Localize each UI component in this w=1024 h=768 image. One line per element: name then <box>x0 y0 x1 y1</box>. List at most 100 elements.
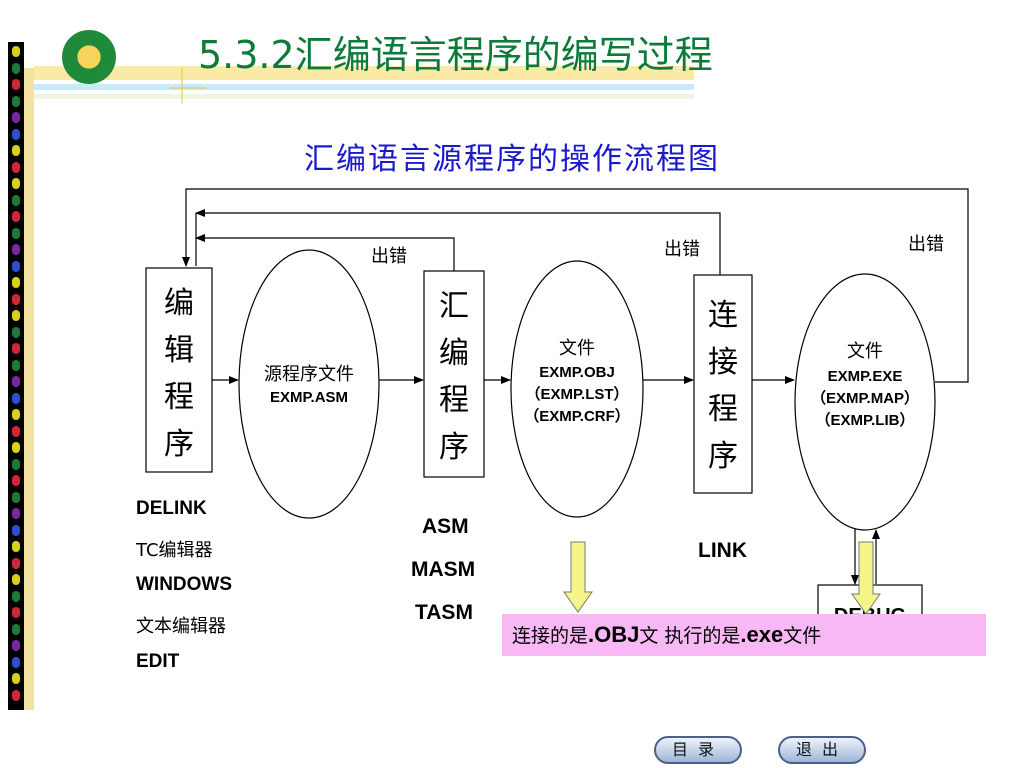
film-strip-bead <box>12 145 20 156</box>
link-box-char-2: 接 <box>708 345 738 380</box>
film-strip-bead <box>12 62 20 74</box>
header-cross-decoration <box>170 68 206 104</box>
exe-file-name-3: （EXMP.LIB） <box>816 411 915 429</box>
linker-tool: LINK <box>698 539 747 562</box>
assemble-box-char-2: 编 <box>439 336 469 371</box>
film-strip-bead <box>12 244 20 255</box>
film-strip-bead <box>12 376 20 387</box>
editor-tool-1: DELINK <box>136 498 207 519</box>
film-strip-bead <box>12 178 20 189</box>
film-strip-bead <box>12 194 20 206</box>
editor-tool-3: WINDOWS <box>136 574 233 595</box>
error-label-exe: 出错 <box>908 234 944 255</box>
edit-program-box <box>145 267 213 473</box>
header-bar-light <box>34 94 694 99</box>
film-strip-bead <box>12 656 20 668</box>
assemble-box-char-3: 程 <box>439 383 469 418</box>
assembler-tool-3: TASM <box>415 601 473 624</box>
film-strip-bead <box>12 590 20 602</box>
error-loop-exe <box>182 188 969 383</box>
editor-tool-4: 文本编辑器 <box>136 616 226 637</box>
assemble-box-char-4: 序 <box>439 430 469 465</box>
film-strip-bead <box>12 574 20 585</box>
edit-box-char-1: 编 <box>164 286 194 321</box>
exe-file-title: 文件 <box>847 341 883 362</box>
film-strip-bead <box>12 95 20 107</box>
film-strip-bead <box>12 442 20 453</box>
page-title: 5.3.2汇编语言程序的编写过程 <box>198 33 713 77</box>
error-label-assemble: 出错 <box>371 246 407 267</box>
film-strip-bead <box>12 359 20 371</box>
editor-tool-2: TC编辑器 <box>136 540 213 561</box>
film-strip-bead <box>12 211 20 222</box>
link-box-char-3: 程 <box>708 392 738 427</box>
note-text-1: 连接的是 <box>512 625 589 647</box>
film-strip-bead <box>12 343 20 354</box>
film-strip-bead <box>12 310 20 321</box>
object-file-name-3: （EXMP.CRF） <box>524 407 630 425</box>
film-strip-bead <box>12 524 20 536</box>
film-strip-bead <box>12 541 20 552</box>
source-file-name: EXMP.ASM <box>270 389 348 406</box>
film-strip-bead <box>12 640 20 651</box>
editor-tool-5: EDIT <box>136 651 180 672</box>
link-program-box <box>693 274 753 494</box>
note-exe: .exe <box>740 622 784 647</box>
film-strip-bead <box>12 607 20 618</box>
film-strip-bead <box>12 491 20 503</box>
film-strip-bead <box>12 425 20 437</box>
film-strip-bead <box>12 392 20 404</box>
link-box-char-4: 序 <box>708 439 738 474</box>
school-logo-icon <box>62 30 116 84</box>
film-strip-bead <box>12 161 20 173</box>
assemble-box-char-1: 汇 <box>439 289 469 324</box>
source-file-ellipse <box>238 249 380 519</box>
exit-button[interactable]: 退出 <box>778 736 866 764</box>
error-loop-link <box>195 209 721 275</box>
film-strip-bead <box>12 277 20 288</box>
film-strip-bead <box>12 458 20 470</box>
film-strip-bead <box>12 508 20 519</box>
film-strip-bead <box>12 475 20 486</box>
film-strip-bead <box>12 128 20 140</box>
error-loop-assemble <box>195 234 455 271</box>
yellow-arrow-left-icon <box>563 541 593 613</box>
assembler-tool-2: MASM <box>411 558 476 581</box>
film-strip-bead <box>12 689 20 701</box>
error-label-link: 出错 <box>664 239 700 260</box>
header-bar-yellow <box>34 66 694 80</box>
film-strip-shadow <box>24 68 34 710</box>
film-strip-bead <box>12 112 20 123</box>
exe-file-name-2: （EXMP.MAP） <box>811 389 919 407</box>
edit-box-char-2: 辑 <box>164 333 194 368</box>
assemble-program-box <box>423 270 485 478</box>
film-strip-bead <box>12 557 20 569</box>
exe-file-name-1: EXMP.EXE <box>828 368 903 385</box>
film-strip-bead <box>12 623 20 635</box>
object-file-name-2: （EXMP.LST） <box>525 385 628 403</box>
note-obj: .OBJ <box>588 622 640 647</box>
object-file-ellipse <box>510 260 644 518</box>
note-banner: 连接的是.OBJ文 执行的是.exe文件 <box>502 614 986 656</box>
film-strip-bead <box>12 260 20 272</box>
film-strip-bead <box>12 227 20 239</box>
film-strip-decoration <box>8 42 24 710</box>
note-text-2: 文 执行的是 <box>639 625 741 647</box>
film-strip-bead <box>12 673 20 684</box>
film-strip-bead <box>12 409 20 420</box>
source-file-title: 源程序文件 <box>264 364 354 385</box>
diagram-title: 汇编语言源程序的操作流程图 <box>304 142 720 177</box>
toc-button[interactable]: 目录 <box>654 736 742 764</box>
film-strip-bead <box>12 79 20 90</box>
header-bar-blue <box>34 84 694 90</box>
edit-box-char-3: 程 <box>164 380 194 415</box>
film-strip-bead <box>12 293 20 305</box>
note-text-3: 文件 <box>783 625 822 647</box>
edit-box-char-4: 序 <box>164 427 194 462</box>
exe-file-ellipse <box>794 273 936 531</box>
film-strip-bead <box>12 46 20 57</box>
yellow-arrow-right-icon <box>851 541 881 615</box>
assembler-tool-1: ASM <box>422 515 469 538</box>
object-file-name-1: EXMP.OBJ <box>539 364 615 381</box>
